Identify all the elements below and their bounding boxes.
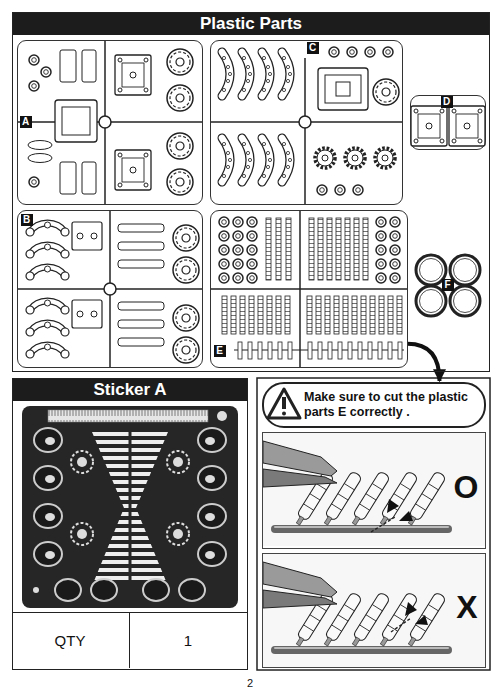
quantity-value: 1 (130, 632, 247, 650)
page-number: 2 (240, 677, 260, 690)
flow-arrow (408, 344, 440, 381)
sprue-frame: A (17, 40, 203, 205)
sprue-d-parts (411, 106, 485, 146)
sprue-letter: E (214, 345, 226, 357)
warning-text: Make sure to cut the plastic parts E cor… (304, 390, 480, 420)
wrong-example: X (262, 553, 486, 668)
sprue-letter: F (442, 279, 454, 291)
wrong-mark: X (451, 589, 483, 625)
sprue-letter: A (20, 116, 32, 128)
panel-title: Plastic Parts (13, 13, 489, 35)
sticker-sheet (22, 406, 238, 608)
sprue-b-parts (18, 211, 202, 367)
panel-title: Sticker A (13, 379, 247, 401)
ring-set: F (412, 252, 484, 318)
sprue-frame: D (410, 95, 486, 150)
sprue-e-parts (211, 211, 407, 367)
sticker-panel: Sticker A QTY1 (12, 378, 248, 670)
sprue-frame: E (210, 210, 408, 368)
sprue-frame: C (210, 40, 403, 205)
sprue-letter: C (307, 42, 319, 54)
label-holder: 2 (240, 677, 260, 690)
sprue-frame: B (17, 210, 203, 368)
sprue-letter: D (441, 96, 453, 108)
correct-mark: O (449, 469, 483, 505)
parts-panel: Plastic PartsA C D B E F (12, 12, 490, 372)
table-header: QTY (12, 632, 129, 650)
correct-example: O (262, 432, 486, 549)
f-rings (416, 255, 480, 316)
warning-callout: Make sure to cut the plastic parts E cor… (262, 382, 486, 428)
table-cell: QTY (12, 612, 130, 668)
sprue-letter: B (21, 214, 33, 226)
table-cell: 1 (130, 612, 247, 668)
sprue-c-parts (211, 47, 402, 204)
sprue-a-parts (18, 41, 202, 204)
warning-panel (257, 378, 490, 670)
